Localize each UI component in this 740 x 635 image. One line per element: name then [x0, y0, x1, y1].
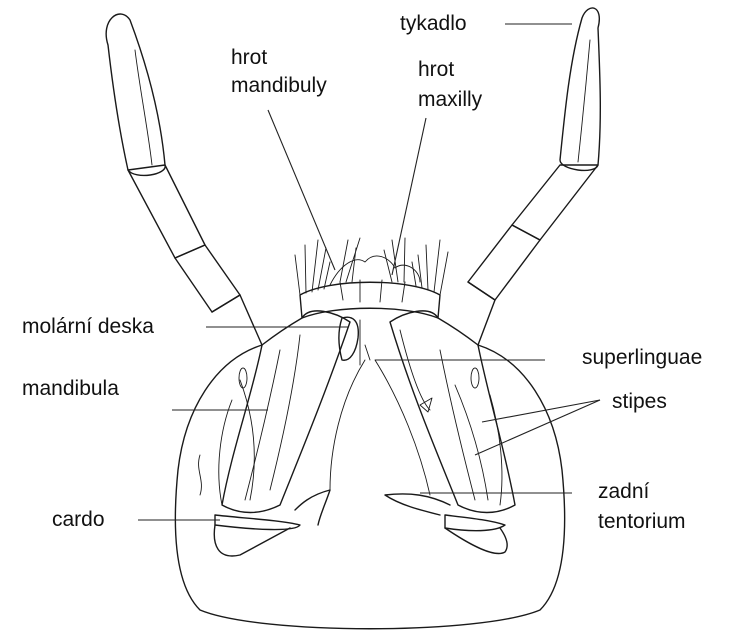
tentorium [295, 360, 450, 525]
label-zadni-tentorium-1: zadní [598, 478, 649, 505]
label-tykadlo: tykadlo [400, 10, 467, 37]
label-zadni-tentorium-2: tentorium [598, 508, 686, 535]
leader-hrot-mandibuly [268, 110, 335, 270]
label-stipes: stipes [612, 388, 667, 415]
leader-hrot-maxilly [392, 118, 426, 275]
label-mandibula: mandibula [22, 375, 119, 402]
cardo-parts [214, 515, 507, 556]
label-cardo: cardo [52, 506, 105, 533]
right-antenna [468, 8, 600, 345]
left-mandible [199, 311, 350, 513]
label-hrot-maxilly-1: hrot [418, 56, 454, 83]
label-hrot-mandibuly-2: mandibuly [231, 72, 327, 99]
label-superlinguae: superlinguae [582, 344, 702, 371]
bristles [295, 238, 448, 295]
head-capsule [175, 345, 564, 629]
label-hrot-mandibuly-1: hrot [231, 44, 267, 71]
label-molarni-deska: molární deska [22, 313, 154, 340]
label-hrot-maxilly-2: maxilly [418, 86, 482, 113]
leader-stipes-1 [482, 400, 600, 422]
right-maxilla [390, 311, 515, 513]
